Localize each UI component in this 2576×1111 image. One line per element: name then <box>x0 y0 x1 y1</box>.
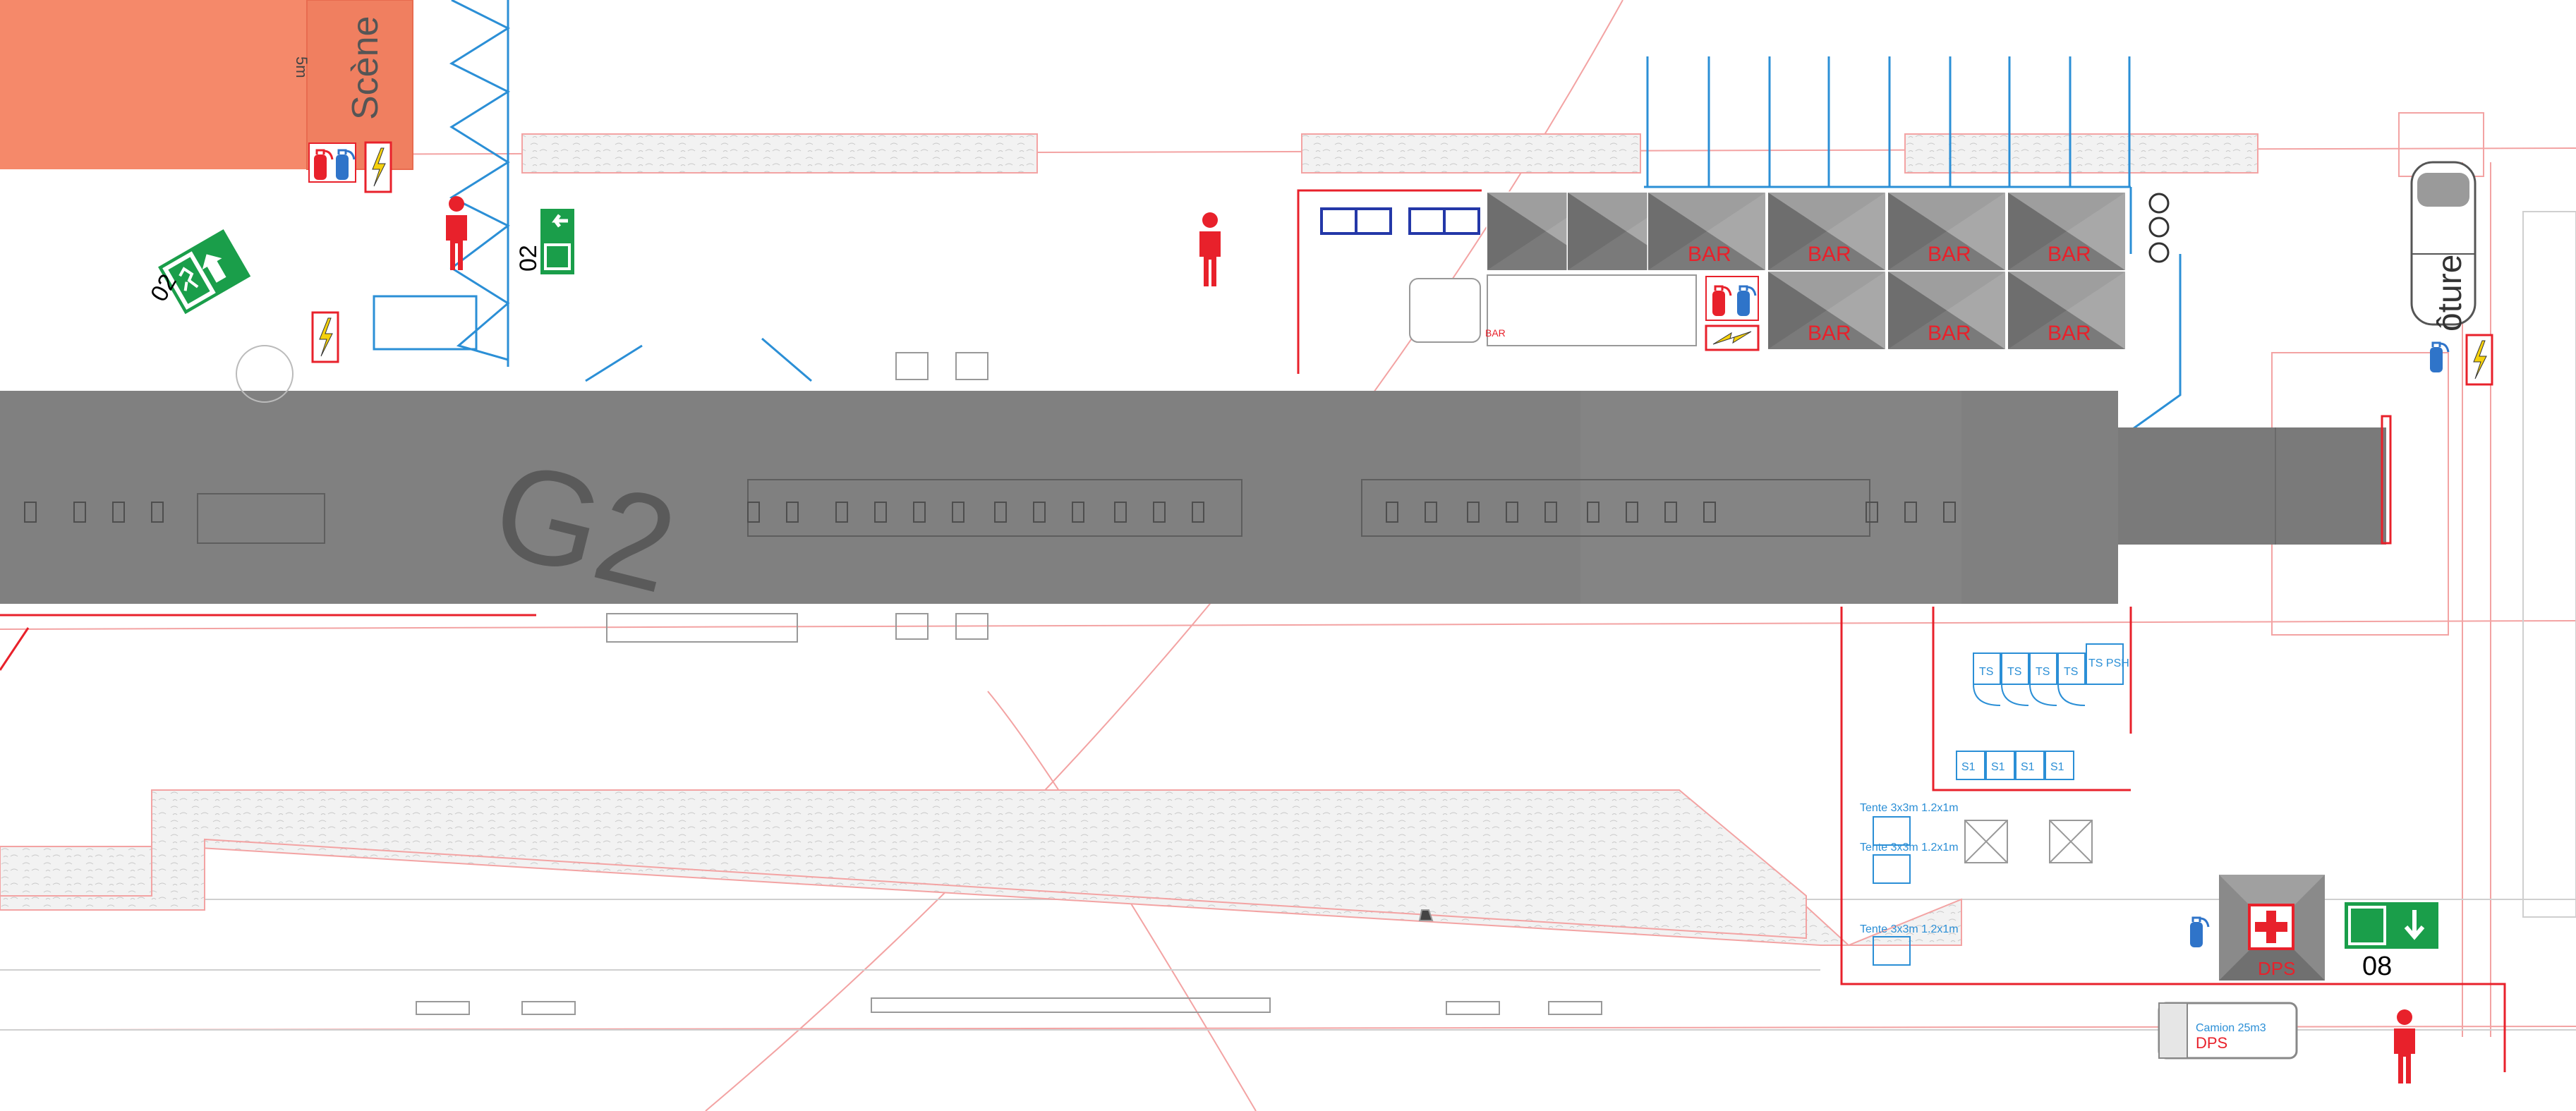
ts-psh-label: TS PSH <box>2088 657 2129 669</box>
person-icon <box>2394 1009 2415 1083</box>
stage-dimension: 5m <box>293 56 310 78</box>
ts-label-1: TS <box>1979 666 1993 678</box>
bar-label-1: BAR <box>1688 243 1731 266</box>
service-van: ôture <box>2410 161 2477 332</box>
first-aid-post: DPS <box>2219 875 2325 981</box>
electric-hazard-icon <box>2465 334 2493 386</box>
electric-hazard-icon <box>311 311 339 363</box>
blue-furniture <box>1320 207 1480 235</box>
s1-label-2: S1 <box>1991 761 2005 773</box>
fire-extinguisher-icon <box>2189 916 2210 949</box>
tent-caption-2: Tente 3x3m 1.2x1m <box>1860 842 1959 854</box>
small-bar-label: BAR <box>1485 327 1506 339</box>
bar-label-3: BAR <box>1928 243 1971 266</box>
fire-extinguisher-icon <box>2429 341 2450 374</box>
stage-area: Scène 5m <box>0 0 413 170</box>
electric-hazard-icon <box>364 141 392 193</box>
building-window-row <box>24 502 1956 523</box>
building-g2: G2 <box>0 391 2386 621</box>
ts-label-4: TS <box>2064 666 2078 678</box>
electric-hazard-icon <box>1705 324 1760 351</box>
s1-label-1: S1 <box>1961 761 1976 773</box>
crowd-barriers <box>373 0 2182 432</box>
first-aid-label: DPS <box>2258 958 2295 979</box>
bar-label-6: BAR <box>1928 322 1971 345</box>
tent-caption-1: Tente 3x3m 1.2x1m <box>1860 802 1959 814</box>
tent-caption-3: Tente 3x3m 1.2x1m <box>1860 923 1959 935</box>
bar-label-5: BAR <box>1808 322 1851 345</box>
s1-label-4: S1 <box>2050 761 2064 773</box>
exit-mid-number: 02 <box>515 245 542 272</box>
person-icon <box>1199 212 1221 286</box>
bar-label-2: BAR <box>1808 243 1851 266</box>
ts-label-2: TS <box>2007 666 2021 678</box>
pedestrian-barrier-row <box>416 997 1602 1015</box>
first-aid-cross-icon <box>2248 904 2294 950</box>
emergency-exit-icon <box>155 226 254 317</box>
fence-label: ôture <box>2431 255 2469 332</box>
exit-right-number: 08 <box>2362 952 2392 981</box>
bar-tents: BAR BAR BAR BAR BAR BAR BAR BAR <box>1409 191 2170 351</box>
s1-label-3: S1 <box>2021 761 2035 773</box>
building-adjacent-outlines <box>236 345 1434 921</box>
fire-equipment <box>308 142 2450 949</box>
bar-label-7: BAR <box>2048 322 2091 345</box>
electrical-hazards <box>311 141 2493 386</box>
bar-label-4: BAR <box>2048 243 2091 266</box>
vehicle-caption: Camion 25m3 <box>2196 1022 2266 1034</box>
small-tents: Tente 3x3m 1.2x1m Tente 3x3m 1.2x1m Tent… <box>1860 802 2093 966</box>
gravel-paths <box>0 133 2258 947</box>
stage-label: Scène <box>345 16 386 120</box>
ts-label-3: TS <box>2036 666 2050 678</box>
security-perimeter <box>0 189 2506 1072</box>
first-aid-vehicle: Camion 25m3 DPS <box>2158 1002 2298 1060</box>
vehicle-label: DPS <box>2196 1034 2227 1052</box>
toilet-area: TS TS TS TS TS PSH S1 S1 S1 S1 <box>1956 643 2129 780</box>
